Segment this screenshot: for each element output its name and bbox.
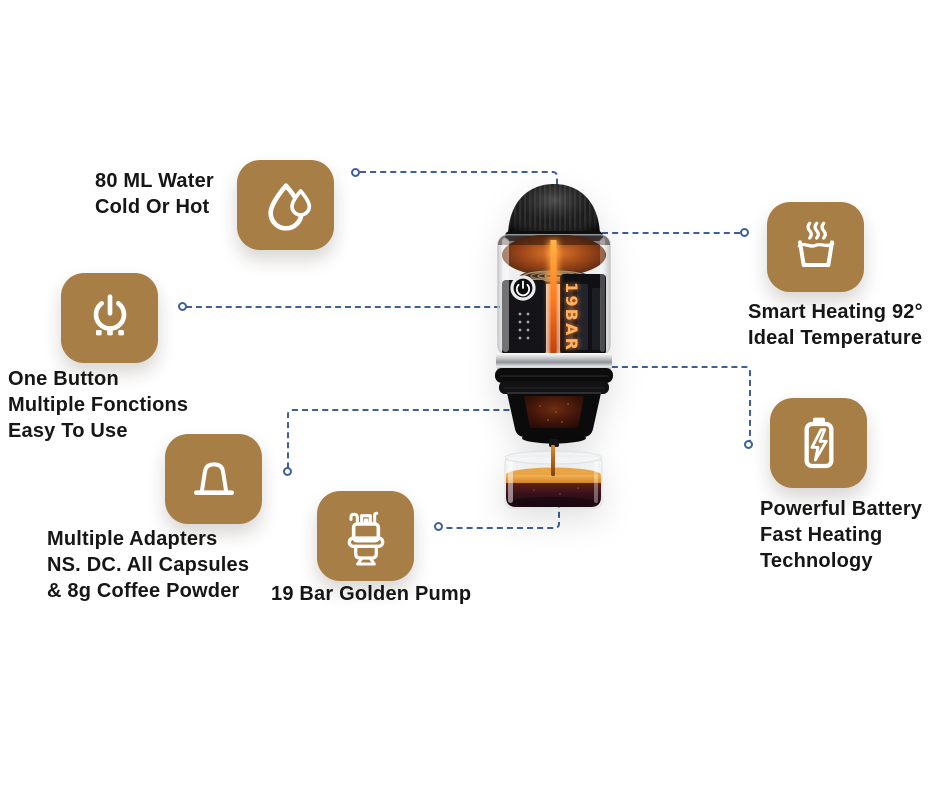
connector-battery-line bbox=[602, 366, 751, 444]
water-feature-text: 80 ML Water Cold Or Hot bbox=[95, 168, 214, 220]
machine-chrome-band bbox=[496, 353, 612, 370]
battery-feature-text: Powerful Battery Fast Heating Technology bbox=[760, 496, 922, 574]
feature-text-line: Technology bbox=[760, 550, 873, 572]
feature-text-line: Fast Heating bbox=[760, 524, 883, 546]
connector-power-endpoint bbox=[178, 302, 187, 311]
feature-text-line: 19 Bar Golden Pump bbox=[271, 583, 472, 605]
power-feature-text: One Button Multiple Fonctions Easy To Us… bbox=[8, 366, 188, 444]
heating-feature-text: Smart Heating 92° Ideal Temperature bbox=[748, 299, 923, 351]
feature-text-line: Powerful Battery bbox=[760, 498, 923, 520]
water-feature-card bbox=[237, 160, 334, 250]
power-feature-card bbox=[61, 273, 158, 363]
feature-text-line: Ideal Temperature bbox=[748, 327, 923, 349]
connector-water-endpoint bbox=[351, 168, 360, 177]
connector-capsule-line bbox=[287, 409, 525, 471]
feature-text-line: & 8g Coffee Powder bbox=[47, 580, 240, 602]
smart-heating-icon bbox=[797, 221, 834, 267]
svg-text:19BAR: 19BAR bbox=[562, 282, 581, 352]
feature-text-line: Cold Or Hot bbox=[95, 196, 210, 218]
connector-capsule-endpoint bbox=[283, 467, 292, 476]
connector-power-line bbox=[186, 306, 510, 308]
feature-text-line: Multiple Fonctions bbox=[8, 394, 189, 416]
battery-feature-card bbox=[770, 398, 867, 488]
connector-heating-line bbox=[602, 232, 740, 234]
feature-text-line: Multiple Adapters bbox=[47, 528, 218, 550]
espresso-machine-illustration: 19BAR 19BAR bbox=[495, 184, 613, 509]
feature-text-line: 80 ML Water bbox=[95, 170, 214, 192]
connector-battery-endpoint bbox=[744, 440, 753, 449]
machine-19bar-label: 19BAR bbox=[562, 282, 581, 352]
coffee-capsule-icon bbox=[193, 462, 234, 495]
connector-heating-endpoint bbox=[740, 228, 749, 237]
battery-bolt-icon bbox=[804, 417, 833, 469]
pump-feature-text: 19 Bar Golden Pump bbox=[271, 581, 471, 607]
heating-feature-card bbox=[767, 202, 864, 292]
feature-text-line: Smart Heating 92° bbox=[748, 301, 923, 323]
connector-water-line bbox=[360, 171, 558, 188]
feature-text-line: Easy To Use bbox=[8, 420, 128, 442]
coffee-stream bbox=[551, 445, 555, 476]
water-drops-icon bbox=[267, 183, 311, 231]
machine-vent-dots bbox=[518, 312, 530, 340]
capsule-feature-text: Multiple Adapters NS. DC. All Capsules &… bbox=[47, 526, 249, 604]
connector-pump-endpoint bbox=[434, 522, 443, 531]
connector-pump-line bbox=[444, 506, 560, 529]
pump-icon bbox=[347, 511, 384, 566]
pump-feature-card bbox=[317, 491, 414, 581]
power-button-icon bbox=[93, 294, 126, 336]
capsule-feature-card bbox=[165, 434, 262, 524]
feature-text-line: One Button bbox=[8, 368, 119, 390]
feature-text-line: NS. DC. All Capsules bbox=[47, 554, 250, 576]
